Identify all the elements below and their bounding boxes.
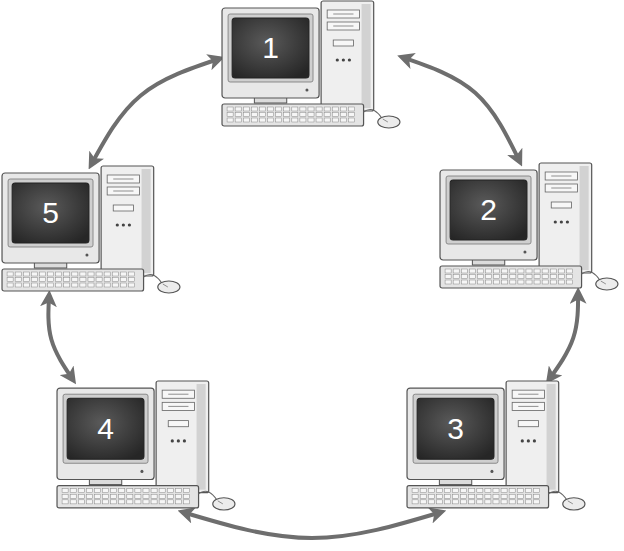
computer-icon: [0, 165, 182, 295]
network-link: [48, 295, 73, 380]
computer: 4: [55, 380, 237, 512]
network-link: [91, 59, 220, 166]
computer: 5: [0, 165, 182, 295]
network-link: [402, 57, 520, 162]
monitor-screen: 5: [12, 183, 89, 243]
computer-number: 4: [97, 414, 114, 444]
computer-icon: [220, 0, 402, 130]
computer-number: 3: [447, 414, 464, 444]
monitor-screen: 2: [450, 180, 527, 240]
monitor-screen: 1: [232, 18, 309, 78]
computer-icon: [405, 380, 587, 512]
computer: 3: [405, 380, 587, 512]
computer-number: 1: [262, 33, 279, 63]
computer-number: 2: [480, 195, 497, 225]
computer-icon: [438, 162, 620, 292]
network-link: [549, 292, 578, 380]
computer: 1: [220, 0, 402, 130]
network-link: [182, 512, 441, 538]
computer: 2: [438, 162, 620, 292]
computer-icon: [55, 380, 237, 512]
monitor-screen: 3: [417, 398, 494, 459]
computer-number: 5: [42, 198, 59, 228]
monitor-screen: 4: [67, 398, 144, 459]
